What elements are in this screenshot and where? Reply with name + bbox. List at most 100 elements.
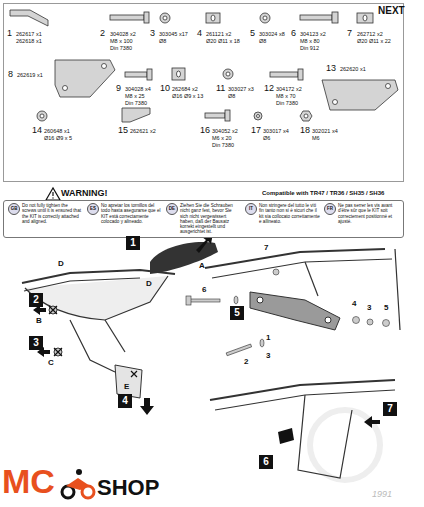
callout-number: 3 [367,304,371,313]
footrest-bracket [115,365,154,415]
part-code: 260648 x1 [44,128,70,134]
part-code: 303045 x17 [159,31,188,37]
step-box: 5 [230,306,244,320]
part-code: Din 7380 [276,100,298,106]
warning-heading: WARNING! [3,186,404,200]
callout-number: 4 [352,300,356,309]
warning-panel: GBDo not fully tighten the screws until … [3,200,404,238]
part-code: Ø16 Ø9 x 13 [172,93,203,99]
part-code: Din 7380 [212,142,234,148]
part-number: 14 [32,126,42,136]
warning-column: ITNon stringere del tutto le viti fin ta… [243,203,322,235]
parts-icons [10,10,398,122]
callout-number: 7 [264,244,268,253]
language-flag: GB [8,203,20,215]
part-number: 13 [326,64,336,74]
part-number: 16 [200,126,210,136]
language-flag: ES [87,203,99,215]
callout-number: 3 [266,352,270,361]
part-number: 2 [100,29,105,39]
part-code: 262619 x1 [17,72,43,78]
part-code: M6 x 20 [212,135,232,141]
part-code: Ø6 [263,135,270,141]
warning-column: GBDo not fully tighten the screws until … [6,203,85,235]
tail-section [22,270,175,372]
part-number: 4 [197,29,202,39]
part-number: 7 [347,29,352,39]
part-code: 304123 x2 [300,31,326,37]
part-number: 1 [7,29,12,39]
part-code: M8 x 70 [276,93,296,99]
callout-letter: C [48,359,54,368]
part-number: 12 [264,84,274,94]
part-code: Ø8 [228,93,235,99]
callout-number: 6 [202,286,206,295]
logo-rider [62,469,94,498]
part-code: 262684 x2 [172,86,198,92]
callout-number: 2 [244,358,248,367]
part-code: M8 x 80 [300,38,320,44]
part-number: 3 [150,29,155,39]
part-code: Ø8 [159,38,166,44]
step-box: 6 [259,455,273,469]
part-code: Din 912 [300,45,319,51]
rack-step5 [205,249,400,330]
part-number: 15 [118,126,128,136]
watermark-bike [310,410,380,480]
compatibility-note: Compatible with TR47 / TR36 / SH35 / SH3… [262,190,384,197]
arrow [364,416,380,428]
part-code: Ø8 [259,38,266,44]
seat-cover [150,242,218,274]
part-code: 303027 x3 [228,86,254,92]
part-code: 262620 x1 [340,66,366,72]
warning-text: Ziehen Sie die Schrauben nicht ganz fest… [180,203,241,235]
part-number: 6 [291,29,296,39]
part-number: 10 [160,84,170,94]
language-flag: FR [324,203,336,215]
warning-text: No apretar los tornillos del todo hasta … [101,203,162,224]
part-code: Din 7380 [110,45,132,51]
watermark: 1991 [372,490,392,500]
part-code: 304052 x2 [212,128,238,134]
step-box: 7 [383,402,397,416]
warning-column: ESNo apretar los tornillos del todo hast… [85,203,164,235]
part-code: 262618 x1 [16,38,42,44]
part-code: 304028 x4 [125,86,151,92]
logo-text: SHOP [97,476,159,500]
warning-text: Ne pas serrer les vis avant d'être sûr q… [338,203,399,224]
part-number: 11 [216,84,225,94]
warning-text: Non stringere del tutto le viti fin tant… [259,203,320,224]
part-code: Ø20 Ø11 x 18 [206,38,240,44]
warning-column: FRNe pas serrer les vis avant d'être sûr… [322,203,401,235]
part-code: 261121 x2 [206,31,231,37]
callout-letter: D [146,280,152,289]
part-code: 304028 x2 [110,31,136,37]
plate-step5 [186,269,390,356]
part-number: 9 [116,84,121,94]
warning-column: DEZiehen Sie die Schrauben nicht ganz fe… [164,203,243,235]
part-code: 303017 x4 [263,128,289,134]
part-number: 18 [300,126,310,136]
part-code: 304172 x2 [276,86,302,92]
callout-number: 5 [384,304,388,313]
part-code: M6 [312,135,320,141]
warning-box: WARNING! GBDo not fully tighten the screw… [3,186,404,238]
next-tab: NEXT [378,5,405,16]
step-box: 4 [118,394,132,408]
language-flag: IT [245,203,257,215]
part-number: 17 [251,126,261,136]
part-code: M8 x 100 [110,38,133,44]
rack-step6 [210,380,395,478]
part-code: 262621 x2 [130,128,156,134]
part-six [278,428,294,444]
part-code: 262617 x1 [16,31,42,37]
part-code: Ø16 Ø9 x 5 [44,135,72,141]
part-code: M8 x 25 [125,93,145,99]
language-flag: DE [166,203,178,215]
part-code: Din 7380 [125,100,147,106]
part-code: Ø20 Ø11 x 22 [357,38,391,44]
part-number: 5 [250,29,255,39]
logo-text: MC [2,463,55,500]
part-code: 262712 x2 [357,31,383,37]
